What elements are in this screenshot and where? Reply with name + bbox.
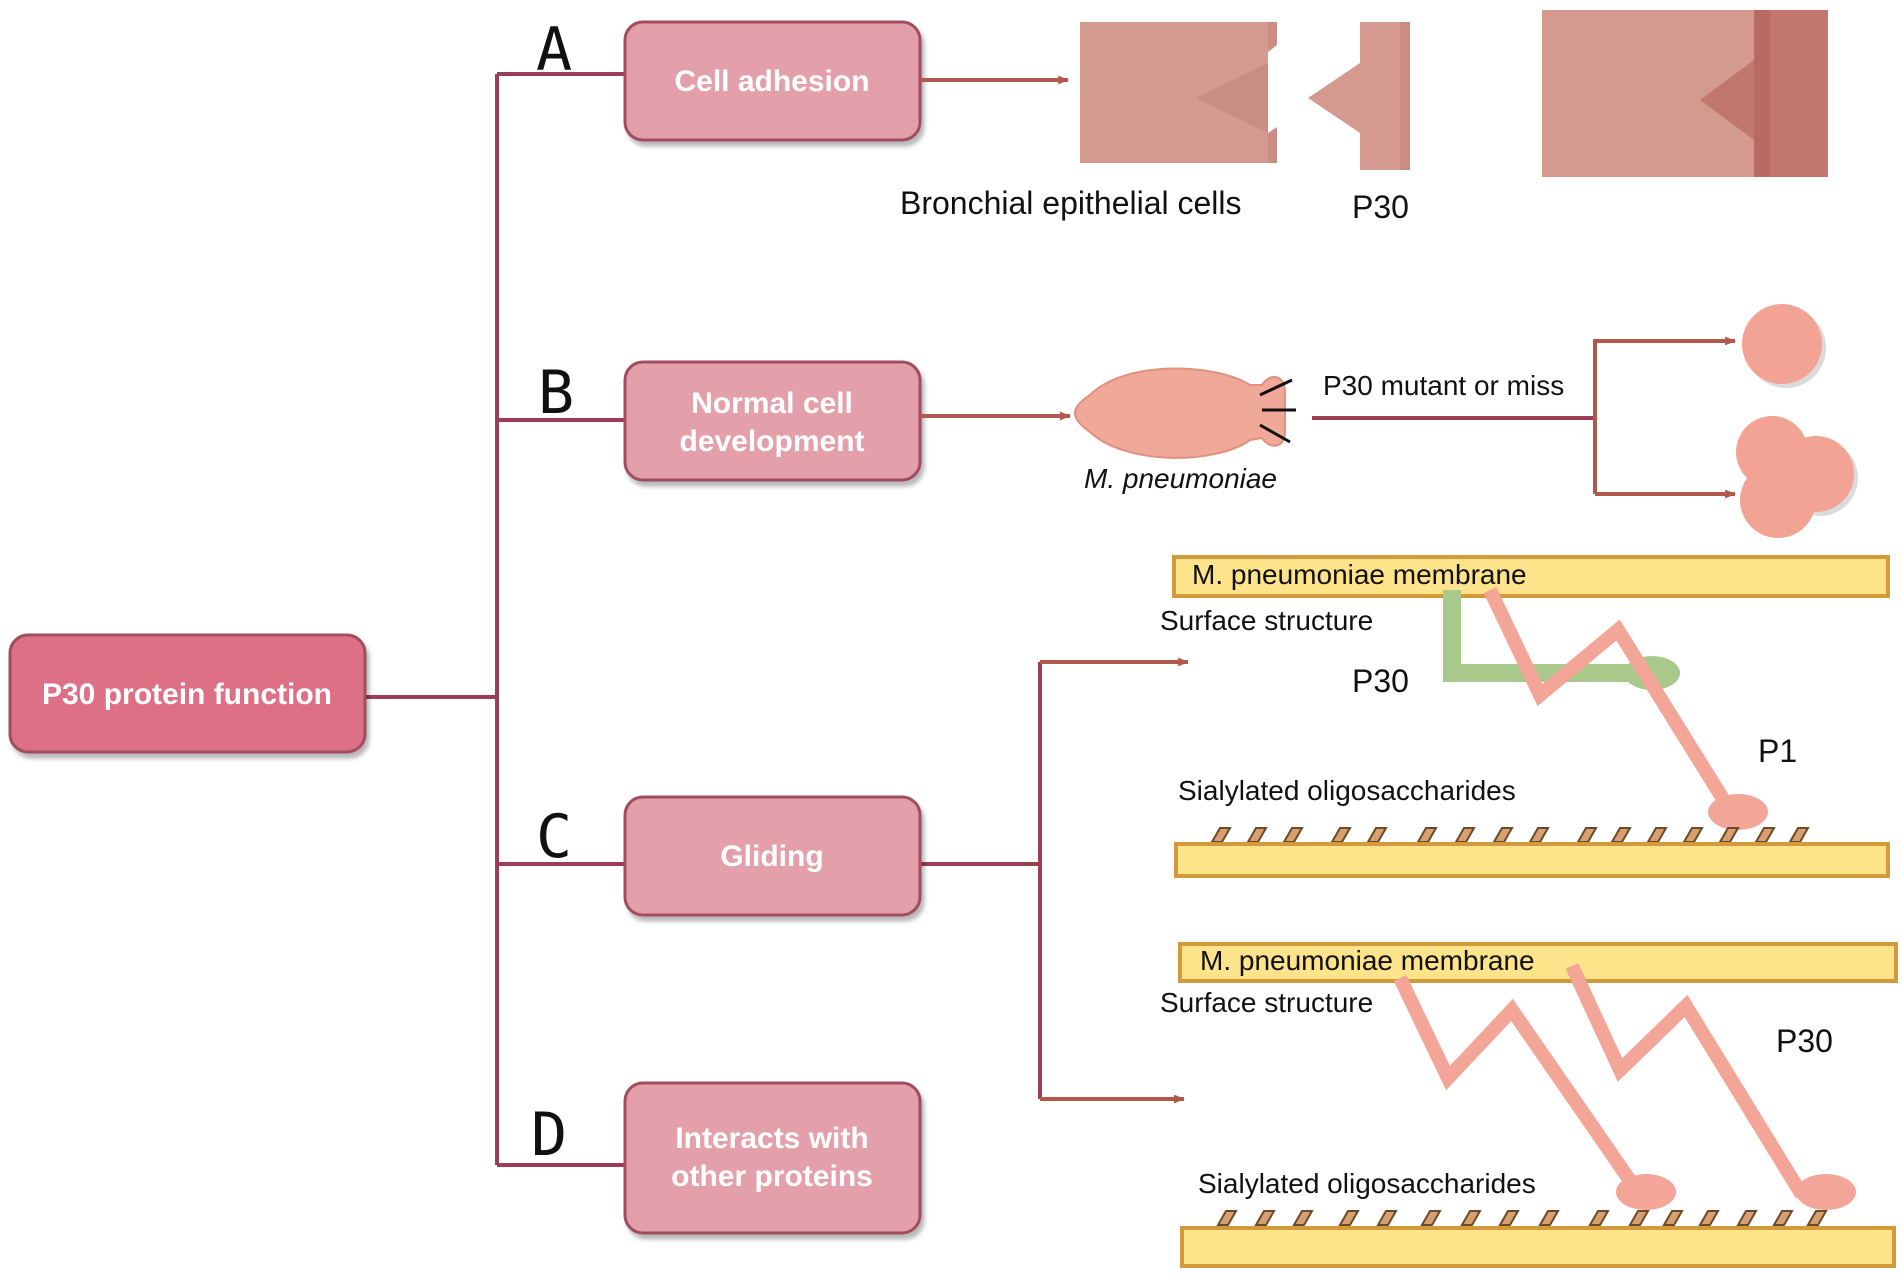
branch-d-box — [623, 1081, 922, 1235]
p30-label-a: P30 — [1352, 189, 1409, 225]
branch-b-label-line1: Normal cell — [691, 387, 853, 420]
branch-d-node[interactable]: Interacts with other proteins — [623, 1081, 922, 1235]
p30-structure-d2 — [1565, 963, 1856, 1210]
branch-d-letter: D — [531, 1100, 567, 1170]
mpneumoniae-label: M. pneumoniae — [1084, 463, 1277, 494]
p30-label-c: P30 — [1352, 663, 1409, 699]
host-bar-c — [1174, 842, 1890, 878]
host-bar-d — [1180, 1226, 1896, 1268]
root-box — [8, 633, 367, 754]
mpneumoniae-cell-shape — [1074, 367, 1296, 459]
panel-a: Bronchial epithelial cells P30 — [900, 10, 1828, 225]
p30-label-d: P30 — [1776, 1023, 1833, 1059]
oligo-label-d: Sialylated oligosaccharides — [1198, 1168, 1536, 1199]
branch-b-box — [623, 360, 922, 482]
oligosaccharide-teeth-d — [1216, 1210, 1828, 1226]
mutant-label: P30 mutant or miss — [1323, 370, 1564, 401]
branch-b-label-line2: development — [679, 425, 864, 458]
p30-adhesin-shape — [1308, 22, 1410, 170]
arrows — [920, 75, 1190, 1104]
branch-c-node[interactable]: Gliding — [623, 795, 922, 917]
mutant-arrows — [1593, 336, 1737, 499]
branch-c-letter: C — [536, 802, 572, 872]
branch-a-node[interactable]: Cell adhesion — [623, 20, 922, 142]
p30-structure-d1 — [1393, 974, 1676, 1210]
bronchial-cell-block — [1080, 22, 1277, 163]
round-cells — [1736, 304, 1858, 538]
membrane-label-c: M. pneumoniae membrane — [1192, 559, 1527, 590]
membrane-label-d: M. pneumoniae membrane — [1200, 945, 1535, 976]
membrane-bar-c — [1172, 555, 1890, 598]
branch-a-label: Cell adhesion — [674, 65, 869, 98]
surface-label-d: Surface structure — [1160, 987, 1373, 1018]
branch-d-label-line1: Interacts with — [675, 1122, 868, 1155]
panel-d: M. pneumoniae membrane Surface structure… — [1160, 942, 1898, 1268]
panel-c: M. pneumoniae membrane Surface structure… — [1160, 555, 1890, 878]
panel-b: M. pneumoniae P30 mutant or miss — [1074, 304, 1858, 538]
root-label: P30 protein function — [42, 678, 332, 711]
branch-c-label: Gliding — [720, 840, 823, 873]
root-node[interactable]: P30 protein function — [8, 633, 367, 754]
p1-label-c: P1 — [1758, 733, 1797, 769]
membrane-bar-d — [1178, 942, 1898, 983]
branch-c-box — [623, 795, 922, 917]
branch-b-node[interactable]: Normal cell development — [623, 360, 922, 482]
branch-b-letter: B — [538, 358, 574, 428]
branch-d-label-line2: other proteins — [671, 1160, 873, 1193]
oligo-label-c: Sialylated oligosaccharides — [1178, 775, 1516, 806]
p1-structure-c — [1483, 586, 1768, 830]
bronchial-cells-label: Bronchial epithelial cells — [900, 185, 1242, 221]
bound-complex-shape — [1542, 10, 1828, 177]
oligosaccharide-teeth-c — [1210, 827, 1810, 843]
branch-a-letter: A — [536, 15, 572, 85]
surface-label-c: Surface structure — [1160, 605, 1373, 636]
tree-connectors — [365, 72, 1042, 1167]
